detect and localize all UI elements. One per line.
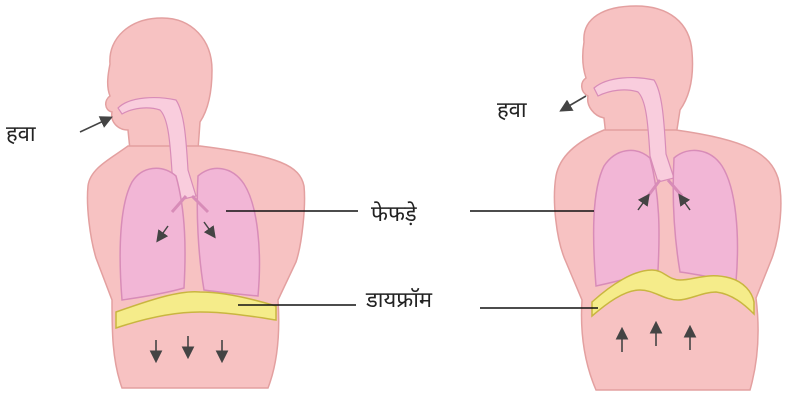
left-lung-left [120,168,185,300]
air-label-right: हवा [497,100,527,122]
diaphragm-label: डायफ्रॉम [366,290,432,312]
air-label-left: हवा [6,124,36,146]
right-torso-figure [554,6,780,390]
right-head [582,6,693,136]
lungs-label: फेफड़े [371,204,417,226]
left-head [106,18,212,150]
right-air-arrow [562,96,586,110]
right-lung-left [594,150,659,286]
left-torso-figure [80,18,305,388]
left-air-arrow [80,118,110,132]
